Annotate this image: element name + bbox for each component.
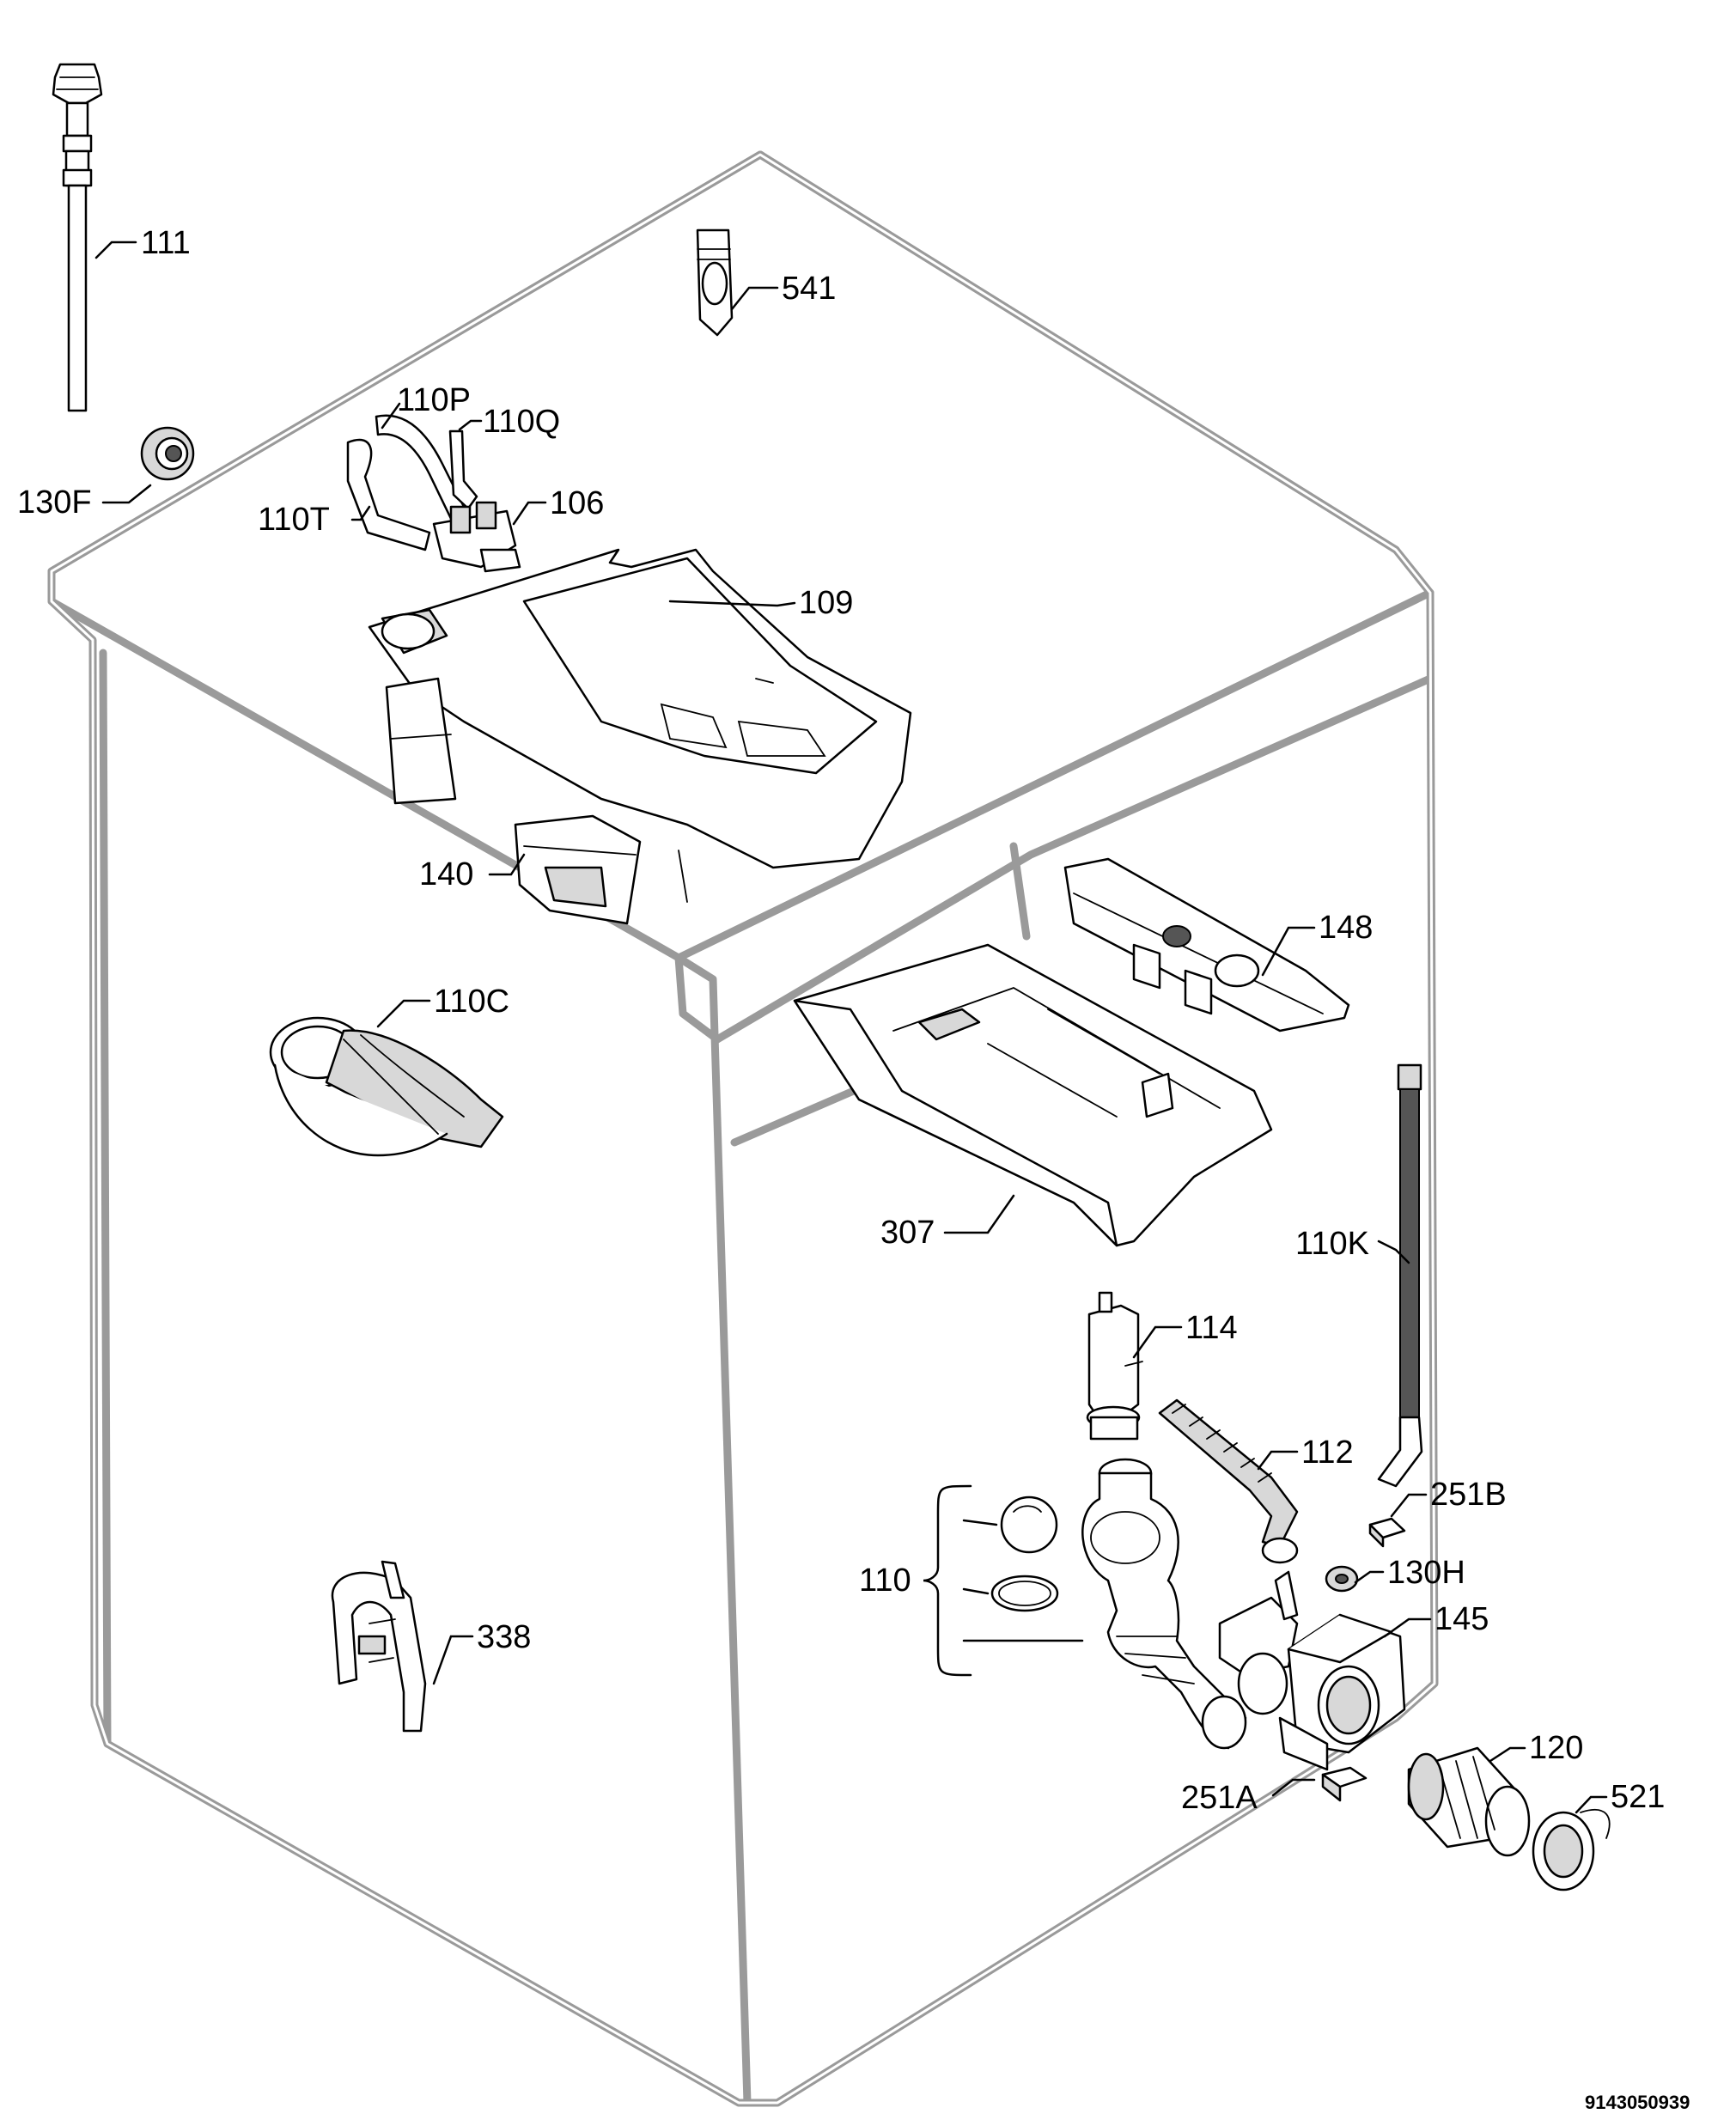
part-120-filter <box>1407 1746 1531 1857</box>
callout-251B: 251B <box>1430 1477 1507 1513</box>
callout-112: 112 <box>1301 1435 1354 1471</box>
callout-110P: 110P <box>397 382 471 418</box>
part-148-control-panel <box>1063 857 1350 1033</box>
part-110K-drain-hose <box>1377 1063 1423 1488</box>
callout-leaders <box>94 241 1608 1814</box>
cabinet-outline <box>47 150 1439 2107</box>
callout-110T: 110T <box>258 502 330 538</box>
callout-307: 307 <box>880 1215 935 1251</box>
callout-labels: 111 541 110P 110Q 130F 110T 106 109 140 … <box>17 225 1690 2113</box>
callout-338: 338 <box>477 1619 531 1655</box>
callout-120: 120 <box>1529 1730 1583 1766</box>
part-140-flap <box>514 814 688 925</box>
part-109-dispenser-housing <box>368 548 912 869</box>
part-541-bracket <box>696 228 734 337</box>
callout-109: 109 <box>799 585 853 621</box>
part-112-corrugated-hose <box>1158 1398 1299 1564</box>
part-251A-clip <box>1321 1766 1367 1802</box>
callout-145: 145 <box>1434 1601 1489 1637</box>
part-251B-clip <box>1368 1517 1406 1548</box>
callout-521: 521 <box>1611 1779 1665 1815</box>
callout-110: 110 <box>859 1563 911 1599</box>
part-114-pressure-chamber <box>1086 1291 1143 1441</box>
callout-130H: 130H <box>1387 1555 1465 1591</box>
part-110Q-hose <box>448 429 478 510</box>
part-130F-nut <box>140 426 195 481</box>
callout-148: 148 <box>1319 910 1373 946</box>
part-111-inlet-hose <box>52 63 103 412</box>
callout-110K: 110K <box>1295 1226 1369 1262</box>
part-110-pump-kit <box>990 1458 1247 1750</box>
part-130H-seal <box>1325 1565 1359 1593</box>
callout-114: 114 <box>1185 1310 1238 1346</box>
callout-140: 140 <box>419 856 473 892</box>
callout-130F: 130F <box>17 484 92 521</box>
part-338-hose-guide <box>331 1560 427 1733</box>
part-307-detergent-drawer <box>793 943 1273 1247</box>
callout-541: 541 <box>782 271 836 307</box>
part-521-cap <box>1532 1808 1611 1891</box>
part-110T-hose <box>346 438 431 551</box>
callout-111: 111 <box>141 225 191 261</box>
callout-251A: 251A <box>1181 1780 1258 1816</box>
callout-106: 106 <box>550 485 604 521</box>
document-number: 9143050939 <box>1585 2092 1690 2113</box>
part-110C-gasket-hose <box>269 1016 504 1157</box>
callout-110Q: 110Q <box>483 404 560 440</box>
part-145-drain-pump <box>1218 1570 1406 1771</box>
part-106-valve <box>432 501 521 573</box>
callout-110C: 110C <box>434 984 509 1020</box>
